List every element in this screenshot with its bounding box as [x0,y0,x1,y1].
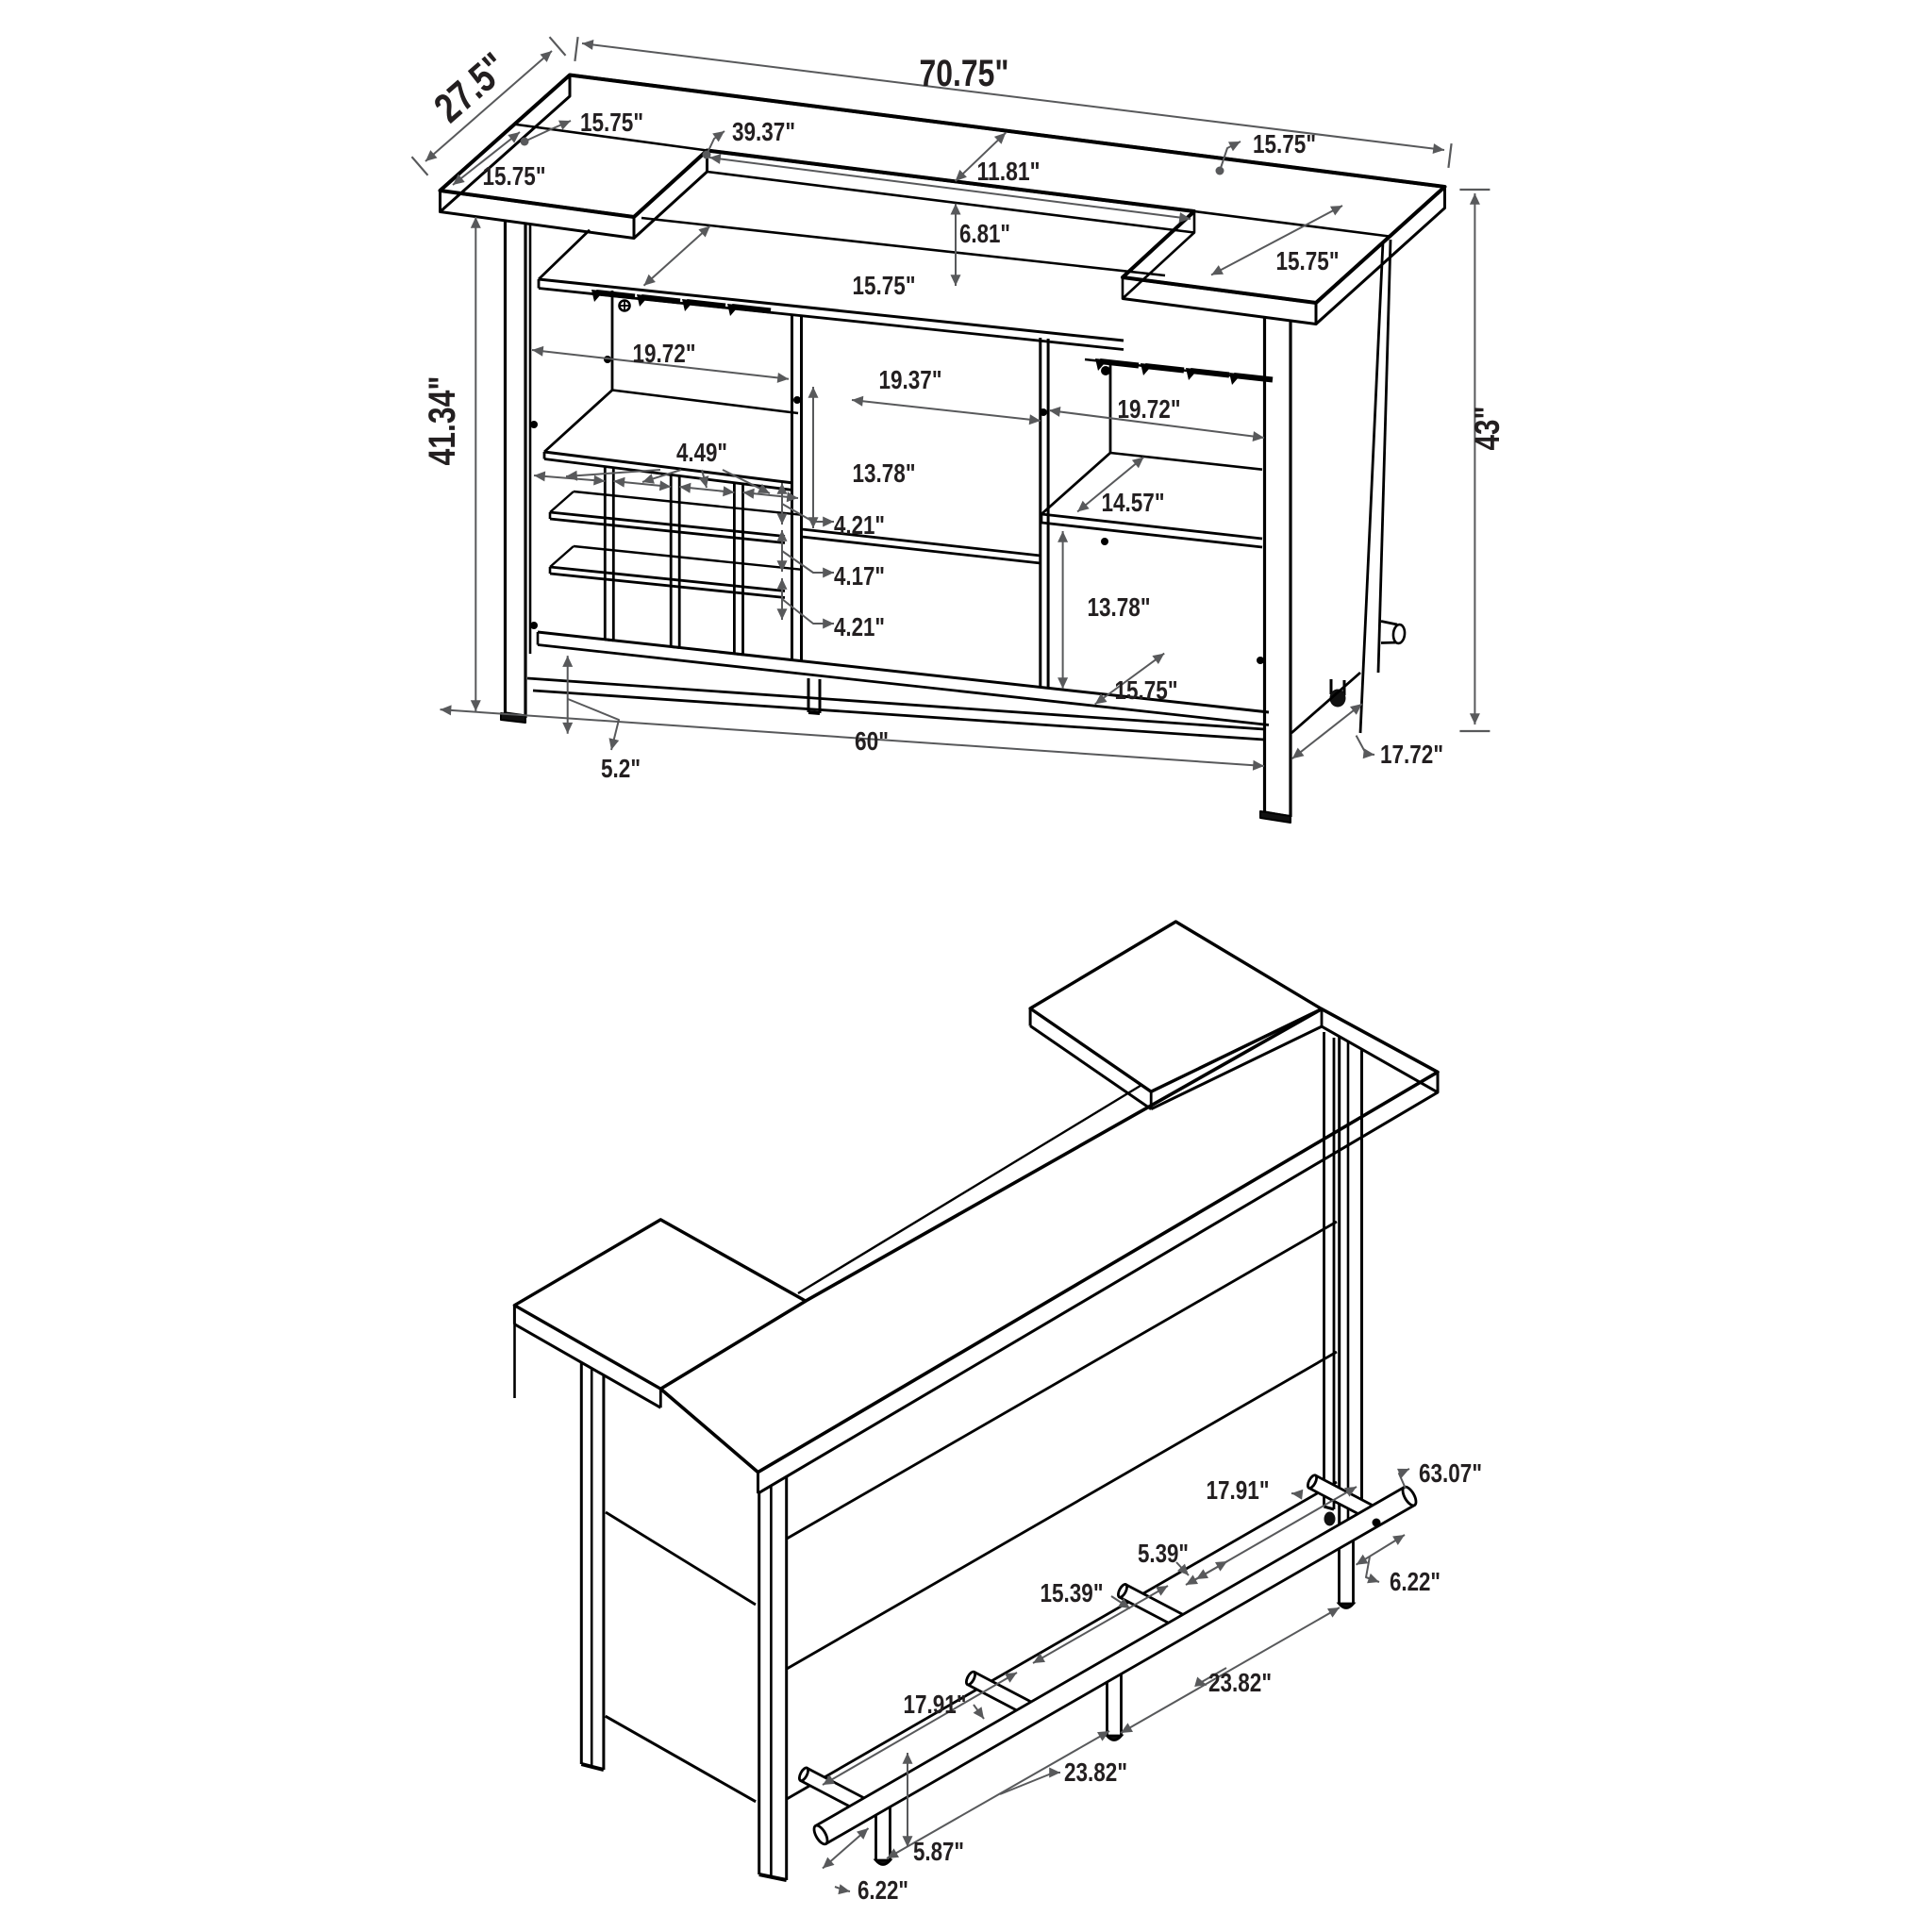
svg-text:4.21": 4.21" [834,612,885,641]
svg-text:6.22": 6.22" [1390,1567,1441,1596]
svg-text:13.78": 13.78" [853,458,916,488]
svg-text:23.82": 23.82" [1064,1757,1127,1787]
svg-text:15.75": 15.75" [483,161,546,191]
svg-text:15.75": 15.75" [1115,675,1178,705]
svg-text:41.34": 41.34" [422,376,463,466]
svg-text:15.75": 15.75" [580,108,643,137]
svg-text:15.75": 15.75" [853,271,916,300]
svg-text:15.75": 15.75" [1276,246,1340,275]
svg-text:17.91": 17.91" [1207,1475,1270,1505]
svg-text:70.75": 70.75" [920,53,1009,94]
svg-text:15.75": 15.75" [1253,129,1316,158]
svg-text:19.72": 19.72" [633,339,696,368]
svg-text:5.2": 5.2" [601,754,641,783]
svg-text:23.82": 23.82" [1208,1668,1272,1697]
svg-text:13.78": 13.78" [1088,592,1151,622]
svg-text:17.91": 17.91" [904,1690,967,1719]
svg-text:17.72": 17.72" [1380,740,1443,769]
svg-text:19.72": 19.72" [1118,394,1181,424]
svg-text:4.21": 4.21" [834,510,885,540]
svg-text:4.49": 4.49" [676,438,727,467]
svg-text:5.39": 5.39" [1138,1539,1189,1568]
svg-text:19.37": 19.37" [879,365,942,394]
svg-text:4.17": 4.17" [834,561,885,591]
svg-text:60": 60" [855,726,889,756]
svg-text:5.87": 5.87" [913,1837,964,1866]
svg-text:39.37": 39.37" [732,117,795,146]
svg-text:15.39": 15.39" [1041,1578,1104,1607]
svg-text:14.57": 14.57" [1102,488,1165,517]
svg-text:6.81": 6.81" [959,219,1010,248]
svg-text:63.07": 63.07" [1419,1458,1482,1488]
svg-text:11.81": 11.81" [977,157,1041,186]
svg-text:6.22": 6.22" [858,1875,908,1905]
svg-text:43": 43" [1468,407,1507,451]
